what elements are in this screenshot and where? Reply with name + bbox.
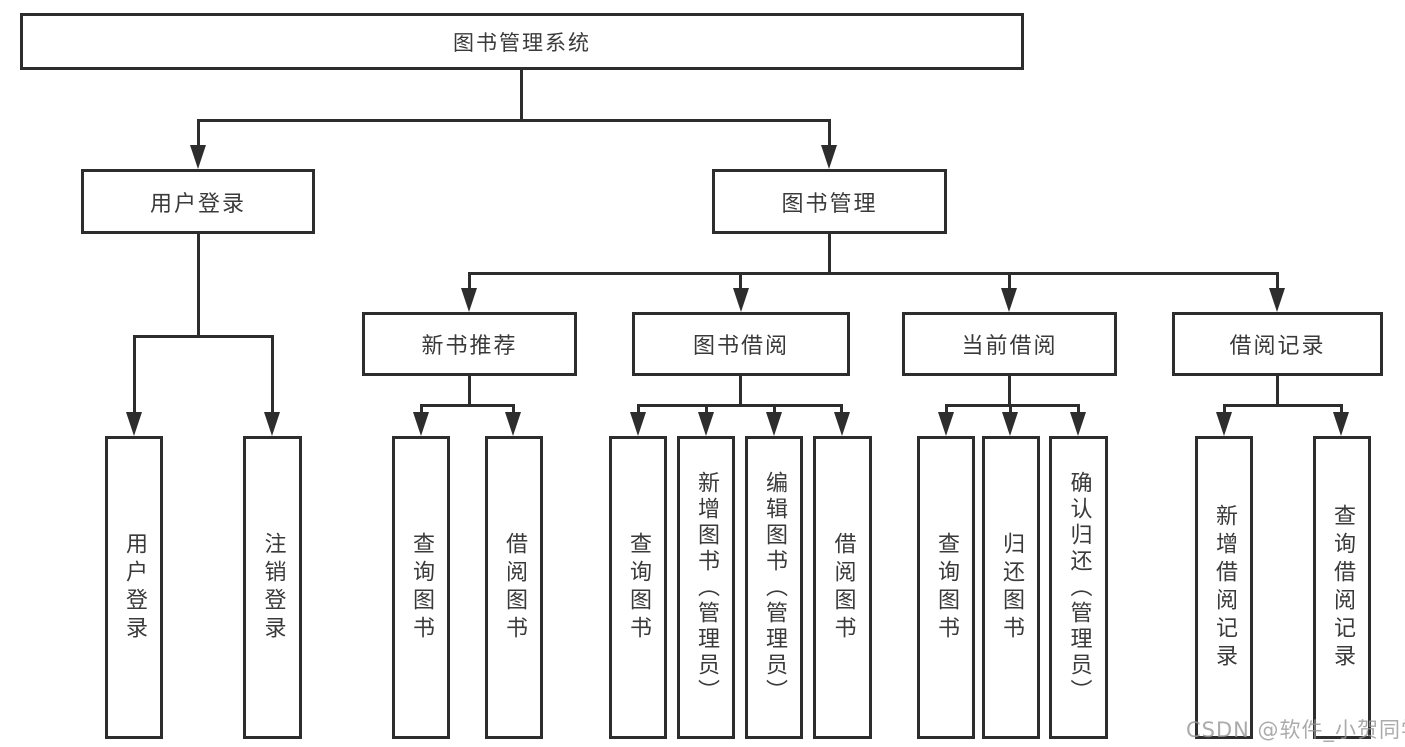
connector-records-stem [1276,272,1279,289]
leaf-current-return: 归还图书 [982,436,1040,739]
arrow-down-icon [1001,288,1017,312]
connector-leaf-stem [637,404,640,414]
arrow-down-icon [1002,412,1018,436]
connector-borrow-down [739,375,742,406]
connector-borrow-stem [739,272,742,289]
arrow-down-icon [1070,412,1086,436]
connector-user-login-down [197,233,200,337]
connector-leaf-stem [705,404,708,414]
node-root: 图书管理系统 [20,13,1024,70]
connector-new-book-stem [468,272,471,289]
connector-leaf-stem [840,404,843,414]
connector-leaf-stem [1223,404,1226,414]
arrow-down-icon [1216,412,1232,436]
leaf-user-login: 用户登录 [105,436,163,739]
arrow-down-icon [264,412,280,436]
connector-leaf-stem [1009,404,1012,414]
node-borrow-records: 借阅记录 [1172,312,1383,376]
arrow-down-icon [413,412,429,436]
node-book-mgmt: 图书管理 [712,169,947,234]
arrow-down-icon [126,412,142,436]
leaf-borrow-query: 查询图书 [609,436,667,739]
connector-book-mgmt-down [828,233,831,275]
node-book-borrow: 图书借阅 [632,312,850,376]
connector-borrow-rail [637,404,843,407]
connector-current-down [1008,375,1011,406]
connector-leaf-stem [1340,404,1343,414]
connector-user-login-stem [197,119,200,146]
node-new-book: 新书推荐 [362,312,577,376]
arrow-down-icon [630,412,646,436]
leaf-newbook-query: 查询图书 [392,436,450,739]
connector-leaf-stem [271,335,274,414]
connector-current-rail [945,404,1080,407]
node-user-login: 用户登录 [81,169,315,234]
connector-root-stem [520,68,523,122]
node-current-borrow: 当前借阅 [902,312,1117,376]
connector-records-rail [1223,404,1343,407]
arrow-down-icon [834,412,850,436]
leaf-newbook-borrow: 借阅图书 [485,436,543,739]
watermark: CSDN @软件_小贺同学 [1186,718,1405,742]
connector-new-book-down [468,375,471,406]
leaf-logout: 注销登录 [243,436,302,739]
arrow-down-icon [190,145,206,169]
arrow-down-icon [698,412,714,436]
connector-book-mgmt-stem [828,119,831,146]
connector-user-login-rail [133,335,274,338]
leaf-records-add: 新增借阅记录 [1195,436,1253,739]
connector-level3-rail [468,272,1279,275]
arrow-down-icon [766,412,782,436]
arrow-down-icon [733,288,749,312]
leaf-current-query: 查询图书 [917,436,975,739]
leaf-borrow-borrow: 借阅图书 [813,436,872,739]
arrow-down-icon [938,412,954,436]
connector-leaf-stem [945,404,948,414]
leaf-records-query: 查询借阅记录 [1313,436,1371,739]
connector-records-down [1276,375,1279,406]
arrow-down-icon [461,288,477,312]
arrow-down-icon [821,145,837,169]
connector-level2-rail [197,119,831,122]
leaf-borrow-add: 新增图书（管理员） [677,436,735,739]
arrow-down-icon [1269,288,1285,312]
arrow-down-icon [505,412,521,436]
connector-current-stem [1008,272,1011,289]
connector-leaf-stem [773,404,776,414]
connector-leaf-stem [133,335,136,414]
leaf-borrow-edit: 编辑图书（管理员） [745,436,803,739]
connector-leaf-stem [512,404,515,414]
arrow-down-icon [1333,412,1349,436]
connector-leaf-stem [420,404,423,414]
connector-leaf-stem [1077,404,1080,414]
leaf-current-confirm: 确认归还（管理员） [1049,436,1108,739]
connector-new-book-rail [420,404,515,407]
